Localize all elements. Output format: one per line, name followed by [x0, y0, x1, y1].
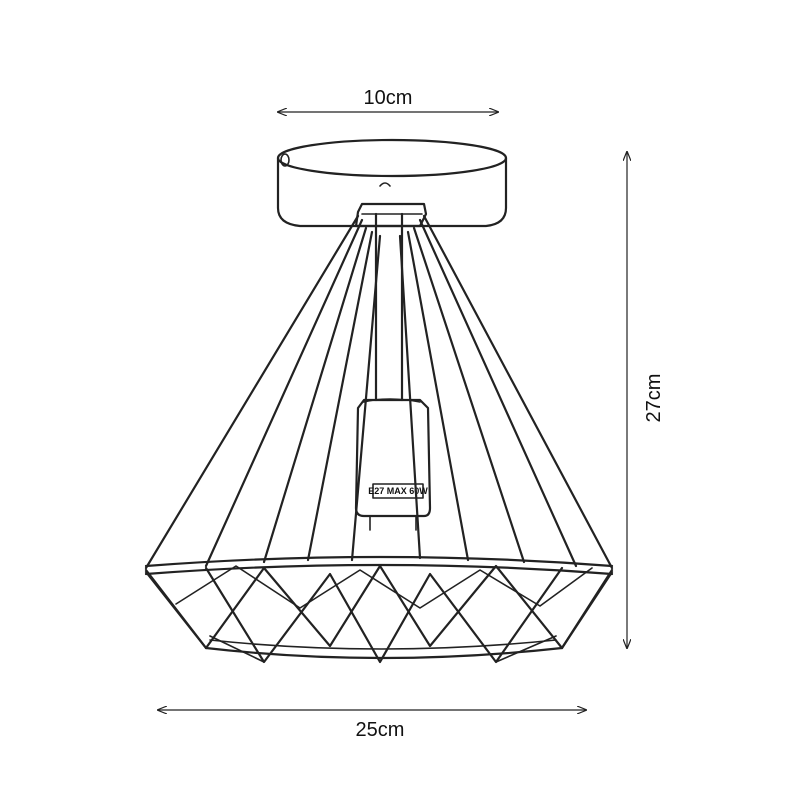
ceiling-canopy	[276, 138, 508, 228]
cage-rim	[144, 555, 614, 576]
bottom-width-dimension: 25cm	[158, 710, 586, 741]
top-width-label: 10cm	[364, 87, 413, 109]
cage-top-collar	[354, 202, 428, 228]
cage-lower-geometry	[144, 564, 614, 664]
top-width-dimension: 10cm	[278, 87, 498, 112]
socket-label: E27 MAX 60W	[368, 486, 428, 496]
socket-label-box	[372, 483, 424, 499]
height-dimension: 27cm	[627, 152, 665, 648]
height-label: 27cm	[643, 374, 665, 423]
cage-upright-wires	[144, 214, 614, 570]
bottom-width-label: 25cm	[356, 719, 405, 741]
